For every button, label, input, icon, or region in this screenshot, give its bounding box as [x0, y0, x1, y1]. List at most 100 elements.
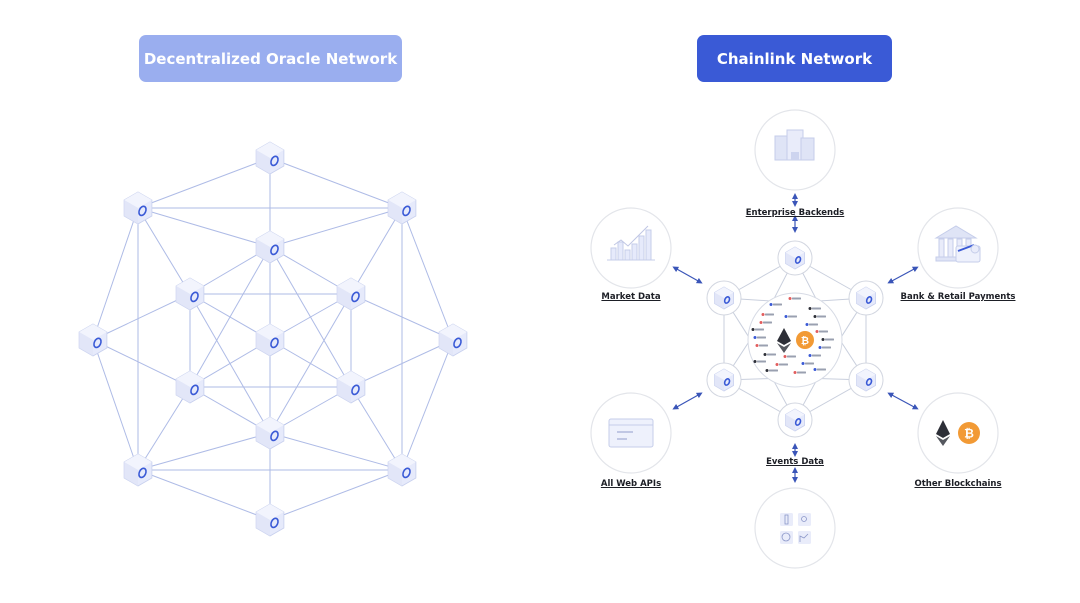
hub-logo-bancor [783, 355, 796, 358]
svg-text:₿: ₿ [801, 335, 809, 347]
hub-logo-balancer [808, 354, 821, 357]
oracle-node-right [438, 323, 468, 357]
chainlink-link-icon [865, 378, 873, 386]
chainlink-link-icon [351, 384, 360, 396]
oracle-node-bottom-right [387, 453, 417, 487]
title-decentralized-oracle-network: Decentralized Oracle Network [139, 35, 402, 82]
edge-lower-center-bottom-left [137, 432, 271, 471]
hub-logo-polygon [784, 315, 797, 318]
hub-logo-sushi [793, 371, 806, 374]
hub-logo-aave [761, 313, 774, 316]
chainlink-node-lower-left [714, 368, 734, 392]
chainlink-link-icon [190, 291, 199, 303]
label-bank-retail-payments: Bank & Retail Payments [900, 292, 1016, 302]
left-network-edges [92, 157, 454, 521]
label-all-web-apis: All Web APIs [600, 479, 662, 489]
oracle-node-bottom-left [123, 453, 153, 487]
edge-inner-lower-left-bottom-left [137, 386, 191, 471]
oracle-node-top-right [387, 191, 417, 225]
oracle-node-lower-center [255, 416, 285, 450]
hub-logo-harmony [813, 368, 826, 371]
chainlink-link-icon [270, 517, 279, 529]
hub-logo-synthetix [808, 307, 821, 310]
arrow-apis [672, 392, 703, 410]
chainlink-link-icon [138, 467, 147, 479]
chainlink-link-icon [723, 378, 731, 386]
arrow-market [672, 266, 703, 284]
chainlink-link-icon [794, 418, 802, 426]
oracle-node-inner-upper-right [336, 277, 366, 311]
arrow-bank [887, 266, 919, 284]
chainlink-link-icon [865, 296, 873, 304]
edge-left-inner-lower-left [92, 339, 191, 388]
chainlink-link-icon [270, 244, 279, 256]
hub-logo-uniswap [821, 338, 834, 341]
edge-bottom-right-bottom [269, 469, 403, 521]
chainlink-node-bottom [785, 408, 805, 432]
hub-logo-yearn [815, 330, 828, 333]
edge-inner-lower-right-bottom-right [350, 386, 403, 471]
chainlink-node-upper-left [714, 286, 734, 310]
oracle-node-inner-upper-left [175, 277, 205, 311]
label-market-data: Market Data [601, 292, 661, 302]
hub-logo-avalanche [765, 369, 778, 372]
browser-window-icon [608, 418, 654, 448]
source-events [754, 487, 836, 569]
chainlink-node-top [785, 246, 805, 270]
edge-inner-upper-left-left [92, 293, 191, 341]
edge-top-top-right [269, 157, 403, 209]
edge-top-right-right [401, 207, 454, 341]
edge-right-bottom-right [401, 339, 454, 471]
label-other-blockchains: Other Blockchains [914, 479, 1002, 489]
chainlink-link-icon [270, 430, 279, 442]
edge-top-left-upper-center [137, 207, 271, 248]
arrow-blockchains [887, 392, 919, 410]
hub-logo-loopring [763, 353, 776, 356]
edge-left-bottom-left [92, 339, 139, 471]
right-sources: ₿ [590, 109, 999, 569]
edge-lower-center-bottom-right [269, 432, 403, 471]
sensors-grid-icon [780, 513, 811, 544]
oracle-node-bottom [255, 503, 285, 537]
right-network-nodes [706, 240, 884, 438]
hub-logo-band [753, 336, 766, 339]
svg-text:₿: ₿ [964, 427, 974, 441]
hub-logo-1inch [775, 363, 788, 366]
chainlink-link-icon [270, 337, 279, 349]
source-apis [590, 392, 672, 474]
label-enterprise-backends: Enterprise Backends [745, 208, 845, 218]
eth-btc-icon: ₿ [936, 420, 980, 446]
oracle-node-upper-center [255, 230, 285, 264]
edge-top-top-left [137, 157, 271, 209]
label-events-data: Events Data [766, 457, 824, 467]
edge-inner-upper-right-right [350, 293, 454, 341]
edge-top-right-inner-upper-right [350, 207, 403, 295]
oracle-node-center [255, 323, 285, 357]
hub-logo-chainlink [788, 297, 801, 300]
source-market [590, 207, 672, 289]
right-arrows [672, 193, 919, 483]
source-enterprise [754, 109, 836, 191]
oracle-node-top [255, 141, 285, 175]
edge-top-right-upper-center [269, 207, 403, 248]
right-hub: ₿ [747, 292, 843, 388]
chainlink-node-upper-right [856, 286, 876, 310]
oracle-node-inner-lower-left [175, 370, 205, 404]
hub-logo-decentraland [769, 303, 782, 306]
hub-logo-celsius [755, 344, 768, 347]
chainlink-link-icon [794, 256, 802, 264]
oracle-node-top-left [123, 191, 153, 225]
chainlink-link-icon [453, 337, 462, 349]
source-blockchains: ₿ [917, 392, 999, 474]
chainlink-link-icon [270, 155, 279, 167]
hub-logo-kyber [751, 328, 764, 331]
left-network-nodes [78, 141, 468, 537]
edge-top-left-left [92, 207, 139, 341]
hub-logo-compound [805, 323, 818, 326]
chainlink-link-icon [190, 384, 199, 396]
edge-right-inner-lower-right [350, 339, 454, 388]
bitcoin-icon: ₿ [796, 331, 814, 349]
oracle-node-inner-lower-right [336, 370, 366, 404]
ethereum-icon [777, 328, 791, 353]
